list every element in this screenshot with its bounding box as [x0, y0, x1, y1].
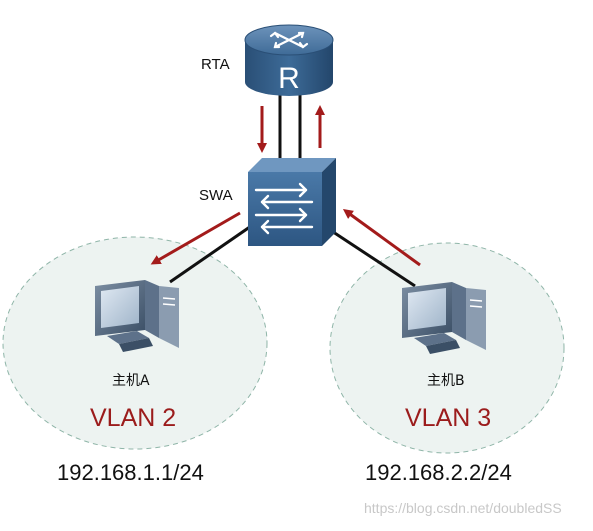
svg-text:R: R — [278, 62, 300, 95]
host-a-ip: 192.168.1.1/24 — [57, 460, 204, 485]
host-b-label: 主机B — [427, 373, 465, 389]
arrow-to-hostA — [150, 211, 241, 265]
router-icon: R — [244, 24, 334, 96]
host-a-label: 主机A — [112, 373, 150, 389]
switch-label: SWA — [199, 187, 233, 204]
computer-icon — [95, 280, 179, 352]
vlan3-label: VLAN 3 — [405, 404, 492, 432]
router-label: RTA — [201, 56, 230, 73]
link-switch-hostA — [169, 220, 258, 284]
vlan2-label: VLAN 2 — [90, 404, 177, 432]
watermark: https://blog.csdn.net/doubledSS — [364, 500, 562, 516]
host-b-ip: 192.168.2.2/24 — [365, 460, 512, 485]
switch-icon — [248, 158, 336, 246]
computer-icon — [402, 282, 486, 354]
arrow-from-hostB — [342, 209, 421, 267]
